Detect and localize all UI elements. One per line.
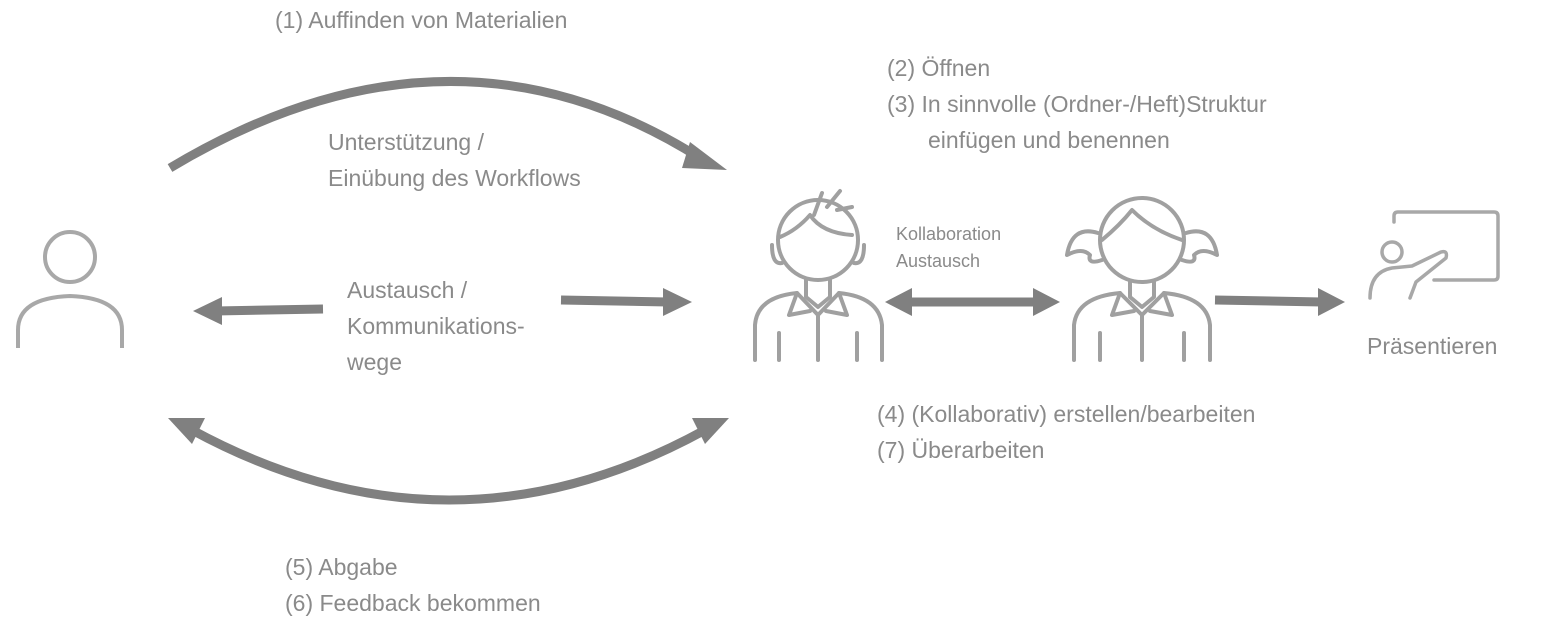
right-arrow [560,288,692,316]
step1-label: (1) Auffinden von Materialien [275,7,568,33]
step3-label-line2: einfügen und benennen [928,127,1170,153]
girl-student-icon [1065,196,1219,362]
collaboration-label-line2: Austausch [896,251,981,271]
step7-label: (7) Überarbeiten [877,437,1045,463]
top-arc-arrow [167,76,727,172]
step3-label-line1: (3) In sinnvolle (Ordner-/Heft)Struktur [887,91,1267,117]
step6-label: (6) Feedback bekommen [285,590,541,616]
present-label: Präsentieren [1367,333,1498,359]
step4-label: (4) (Kollaborativ) erstellen/bearbeiten [877,401,1256,427]
person-outline-icon [16,230,124,348]
collaboration-label-line1: Kollaboration [896,224,1002,244]
collaboration-double-arrow [885,288,1060,316]
exchange-label-line3: wege [347,349,402,375]
step5-label: (5) Abgabe [285,554,398,580]
exchange-label-line1: Austausch / [347,277,468,303]
bottom-arc-double-arrow [168,418,729,505]
boy-student-icon [753,189,884,362]
support-label-line1: Unterstützung / [328,129,484,155]
step2-label: (2) Öffnen [887,55,991,81]
presentation-board-icon [1368,210,1500,300]
left-arrow [193,297,324,325]
present-arrow [1214,288,1345,316]
exchange-label-line2: Kommunikations- [347,313,525,339]
support-label-line2: Einübung des Workflows [328,165,581,191]
